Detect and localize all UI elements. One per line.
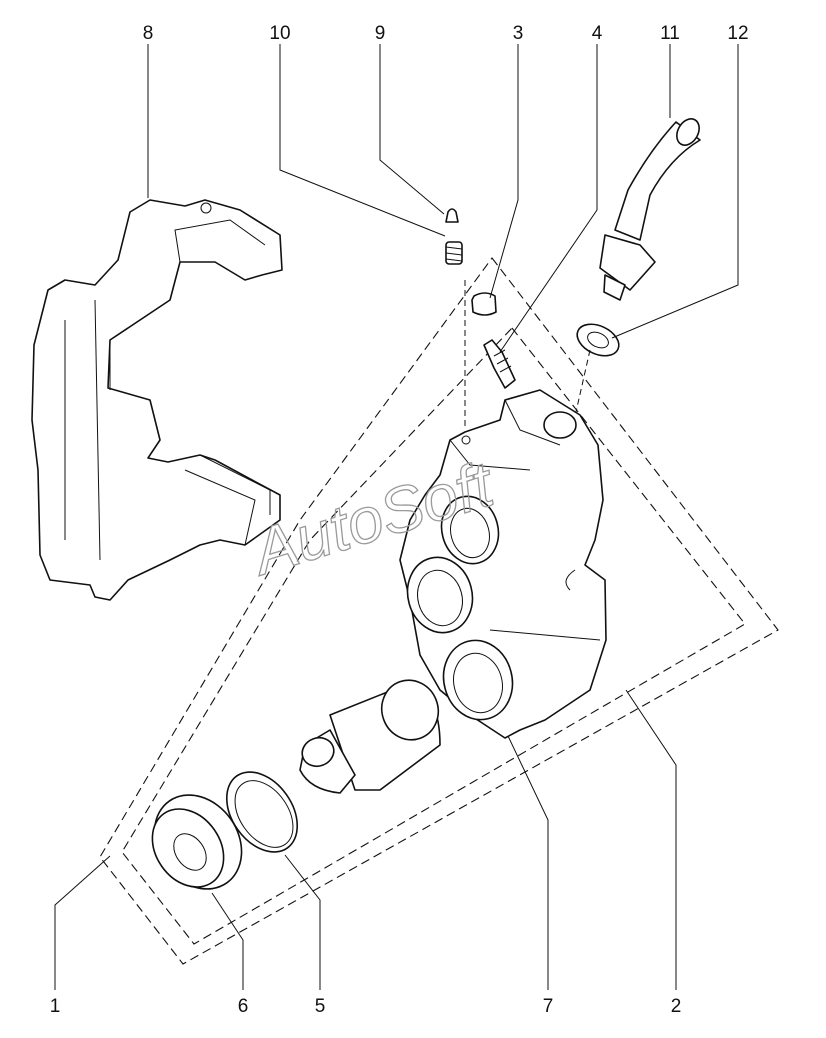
caliper-bracket bbox=[31, 199, 283, 601]
callout-9: 9 bbox=[375, 23, 386, 44]
callout-2: 2 bbox=[671, 996, 682, 1017]
callout-7: 7 bbox=[543, 996, 554, 1017]
brake-hose bbox=[599, 118, 701, 301]
caliper-body bbox=[399, 389, 607, 739]
sealing-washer bbox=[576, 323, 620, 357]
callout-3: 3 bbox=[513, 23, 524, 44]
callout-11: 11 bbox=[660, 23, 680, 44]
plug bbox=[471, 292, 497, 316]
kit-outline-inner bbox=[121, 327, 746, 945]
callout-8: 8 bbox=[143, 23, 154, 44]
callout-10: 10 bbox=[269, 23, 290, 44]
callout-4: 4 bbox=[592, 23, 603, 44]
bleeder-cap bbox=[445, 208, 459, 223]
leader-lines bbox=[54, 44, 739, 990]
bleeder-valve bbox=[483, 339, 516, 389]
kit-outline-outer bbox=[99, 257, 779, 965]
callout-1: 1 bbox=[50, 996, 61, 1017]
callout-5: 5 bbox=[315, 996, 326, 1017]
callout-6: 6 bbox=[238, 996, 249, 1017]
spring bbox=[445, 241, 463, 265]
piston bbox=[299, 679, 441, 794]
callout-12: 12 bbox=[727, 23, 748, 44]
dust-boot bbox=[151, 794, 243, 890]
